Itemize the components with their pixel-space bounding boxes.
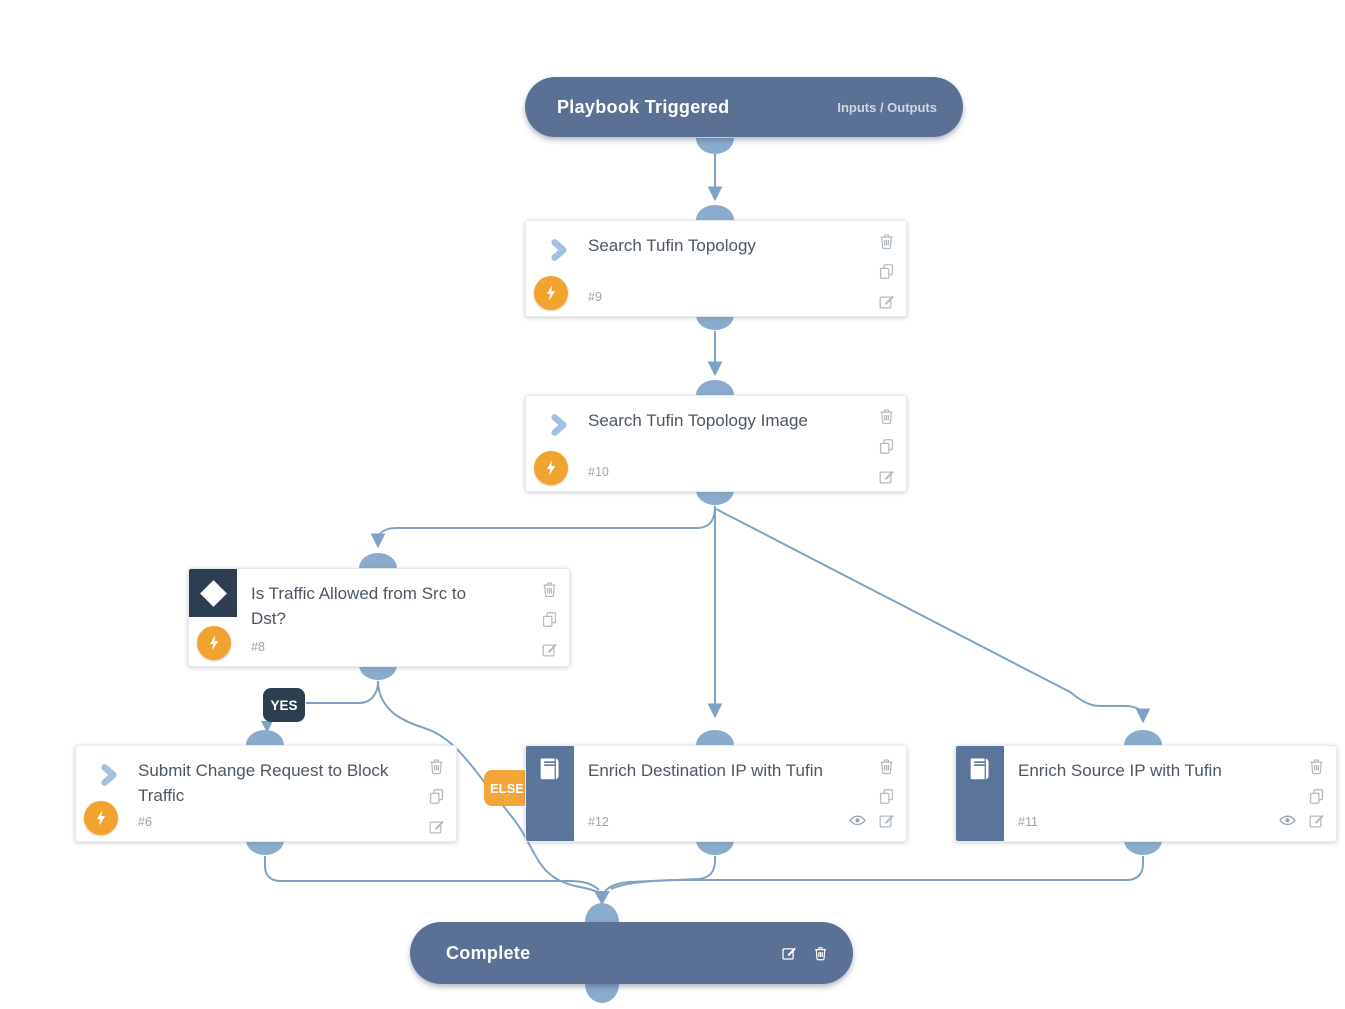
task-number: #8 [251,640,265,654]
trash-icon[interactable] [877,232,896,251]
task-submit-change-request[interactable]: Submit Change Request to Block Traffic #… [75,745,457,842]
task-search-tufin-topology-image[interactable]: Search Tufin Topology Image #10 [525,395,907,492]
edit-icon[interactable] [877,292,896,311]
edit-icon[interactable] [877,811,896,830]
task-number: #12 [588,815,609,829]
edit-icon[interactable] [877,467,896,486]
else-branch-label: ELSE [484,770,530,806]
diamond-icon [199,579,227,607]
edit-icon[interactable] [1307,811,1326,830]
playbook-triggered-node[interactable]: Playbook Triggered Inputs / Outputs [525,77,963,137]
task-number: #9 [588,290,602,304]
yes-branch-arrow [261,721,273,733]
task-number: #6 [138,815,152,829]
copy-icon[interactable] [877,437,896,456]
yes-label-text: YES [270,697,298,713]
task-number: #11 [1018,815,1038,829]
trash-icon[interactable] [427,757,446,776]
copy-icon[interactable] [427,787,446,806]
sub-playbook-bar [526,746,574,841]
yes-branch-label: YES [263,688,305,722]
condition-chip [189,569,237,617]
chevron-right-icon [551,414,567,436]
lightning-icon [84,801,118,835]
copy-icon[interactable] [877,787,896,806]
trigger-title: Playbook Triggered [557,96,730,117]
task-title: Search Tufin Topology [588,236,756,255]
task-number: #10 [588,465,609,479]
lightning-icon [197,626,231,660]
lightning-icon [534,276,568,310]
copy-icon[interactable] [877,262,896,281]
task-title: Is Traffic Allowed from Src to Dst? [251,584,467,628]
complete-title: Complete [446,942,531,963]
lightning-icon [534,451,568,485]
trash-icon[interactable] [1307,757,1326,776]
task-title: Submit Change Request to Block Traffic [138,761,389,805]
book-icon [540,758,559,780]
complete-node[interactable]: Complete [410,922,853,984]
converge-arrow [594,891,610,905]
trash-icon[interactable] [877,407,896,426]
trash-icon[interactable] [812,945,829,962]
trash-icon[interactable] [540,580,559,599]
else-label-text: ELSE [490,780,524,796]
task-title: Enrich Source IP with Tufin [1018,761,1222,780]
task-enrich-destination-ip[interactable]: Enrich Destination IP with Tufin #12 [525,745,907,842]
sub-playbook-bar [956,746,1004,841]
chevron-right-icon [101,764,117,786]
copy-icon[interactable] [1307,787,1326,806]
task-is-traffic-allowed[interactable]: Is Traffic Allowed from Src to Dst? #8 [188,568,570,667]
trash-icon[interactable] [877,757,896,776]
eye-icon[interactable] [848,811,867,830]
edit-icon[interactable] [427,817,446,836]
eye-icon[interactable] [1278,811,1297,830]
edit-icon[interactable] [780,944,798,962]
book-icon [970,758,989,780]
inputs-outputs-link[interactable]: Inputs / Outputs [837,99,937,115]
task-title: Enrich Destination IP with Tufin [588,761,823,780]
copy-icon[interactable] [540,610,559,629]
task-search-tufin-topology[interactable]: Search Tufin Topology #9 [525,220,907,317]
edit-icon[interactable] [540,640,559,659]
task-enrich-source-ip[interactable]: Enrich Source IP with Tufin #11 [955,745,1337,842]
task-title: Search Tufin Topology Image [588,411,808,430]
chevron-right-icon [551,239,567,261]
